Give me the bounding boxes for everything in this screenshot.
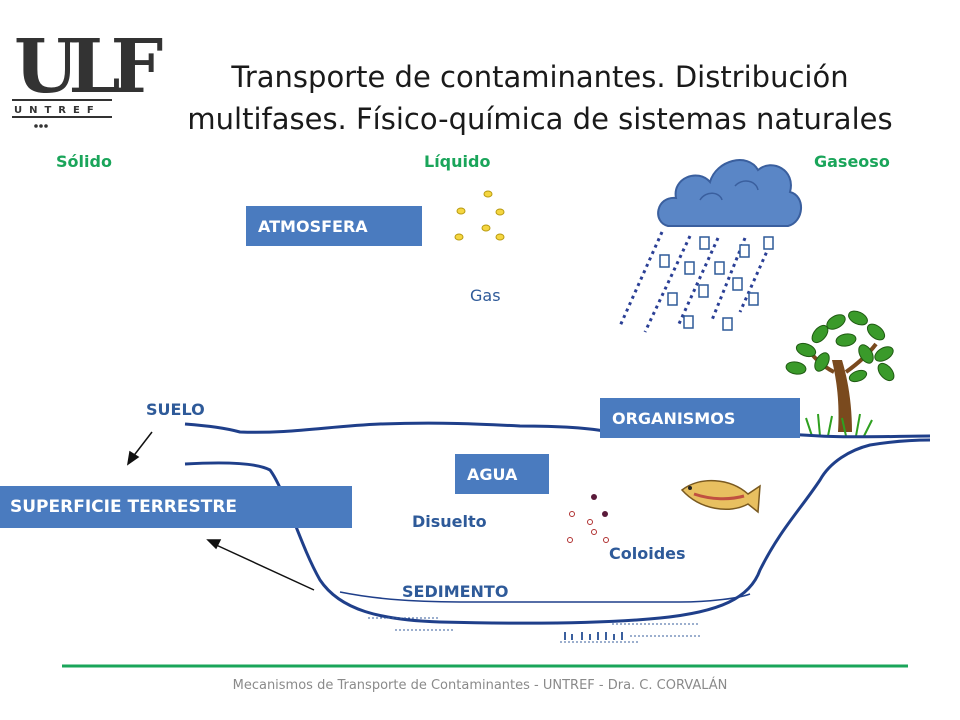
logo: ULF UNTREF	[12, 24, 173, 128]
box-atmosfera: ATMOSFERA	[246, 206, 422, 246]
phase-liquid: Líquido	[424, 152, 491, 171]
footer-text: Mecanismos de Transporte de Contaminante…	[232, 678, 728, 693]
cloud-icon	[657, 159, 802, 227]
tree-icon	[785, 310, 895, 437]
sediment-marks	[368, 617, 700, 643]
box-organismos: ORGANISMOS	[600, 398, 800, 438]
title-line-1: Transporte de contaminantes. Distribució…	[231, 60, 849, 94]
phase-solid: Sólido	[56, 152, 112, 171]
label-coloides: Coloides	[609, 544, 686, 563]
fish-icon	[680, 479, 761, 514]
box-agua: AGUA	[455, 454, 549, 494]
gas-particles	[454, 190, 505, 241]
box-superficie-terrestre: SUPERFICIE TERRESTRE	[0, 486, 352, 528]
title-line-2: multifases. Físico-química de sistemas n…	[187, 102, 893, 136]
label-suelo: SUELO	[146, 400, 205, 419]
arrows	[126, 431, 315, 591]
logo-letters: ULF	[14, 24, 163, 110]
rain-particles	[659, 236, 774, 331]
logo-subtext: UNTREF	[14, 105, 101, 116]
page-title: Transporte de contaminantes. Distribució…	[150, 56, 930, 140]
colloid-particles	[567, 494, 609, 543]
label-sedimento: SEDIMENTO	[402, 582, 509, 601]
phase-gas: Gaseoso	[814, 152, 890, 171]
label-gas: Gas	[470, 286, 501, 305]
label-disuelto: Disuelto	[412, 512, 487, 531]
